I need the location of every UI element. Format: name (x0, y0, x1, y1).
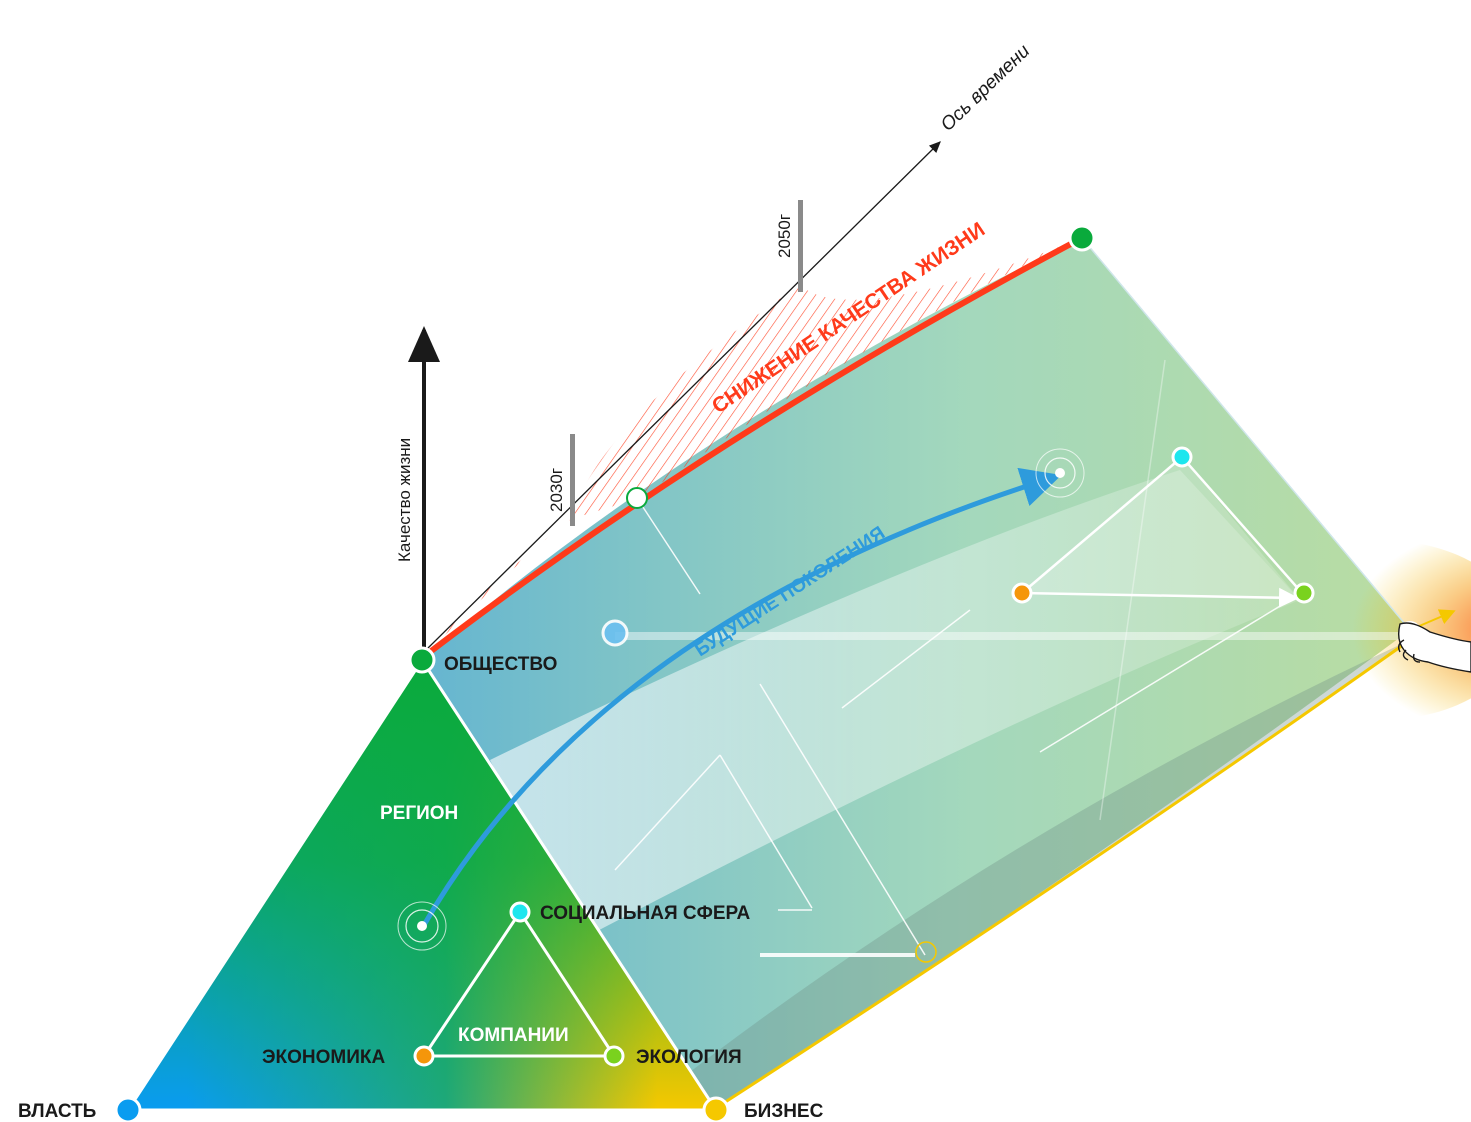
node-social (509, 901, 531, 923)
end-target-icon (1035, 448, 1085, 498)
node-economy (413, 1045, 435, 1067)
node-yellow-mid (915, 941, 937, 963)
prism-light-band (490, 470, 1300, 940)
inner-guides (614, 359, 1291, 957)
business-label: БИЗНЕС (744, 1101, 824, 1122)
node-ecology-future (1293, 582, 1315, 604)
main-triangle-top (128, 660, 716, 1110)
prism-edge-right-top (1081, 237, 1411, 631)
hand-pointer-icon (1397, 622, 1471, 673)
year-2050-marker (798, 200, 803, 292)
business-curve (715, 638, 1411, 1110)
future-arrow (421, 467, 1062, 927)
power-label: ВЛАСТЬ (18, 1101, 96, 1122)
node-society-future (1068, 224, 1096, 252)
time-axis-label: Ось времени (937, 40, 1035, 135)
right-inner-triangle (1021, 456, 1303, 608)
social-label: СОЦИАЛЬНАЯ СФЕРА (540, 903, 750, 924)
economy-label: ЭКОНОМИКА (262, 1047, 385, 1068)
quality-axis-label: Качество жизни (395, 438, 414, 562)
time-axis-line (425, 141, 941, 651)
ecology-label: ЭКОЛОГИЯ (636, 1047, 742, 1068)
year-2030-label: 2030г (547, 468, 566, 512)
companies-label: КОМПАНИИ (458, 1025, 569, 1046)
decline-hatch (430, 238, 1082, 650)
node-power (114, 1096, 142, 1122)
node-social-future (1171, 446, 1193, 468)
node-2030 (626, 487, 648, 509)
node-society (408, 646, 436, 674)
node-economy-future (1011, 582, 1033, 604)
start-target-icon (397, 901, 447, 951)
main-triangle-edge (125, 657, 719, 1112)
prism-bottom-face (660, 640, 1410, 1108)
node-ecology (603, 1045, 625, 1067)
inner-triangle (422, 911, 616, 1058)
node-blue-mid (601, 619, 629, 647)
decline-line (424, 235, 1084, 658)
prism-sheen (615, 632, 1410, 640)
node-business (702, 1096, 730, 1122)
society-label: ОБЩЕСТВО (444, 654, 557, 675)
region-label: РЕГИОН (380, 803, 458, 824)
year-2030-marker (570, 434, 575, 526)
year-2050-label: 2050г (775, 214, 794, 258)
